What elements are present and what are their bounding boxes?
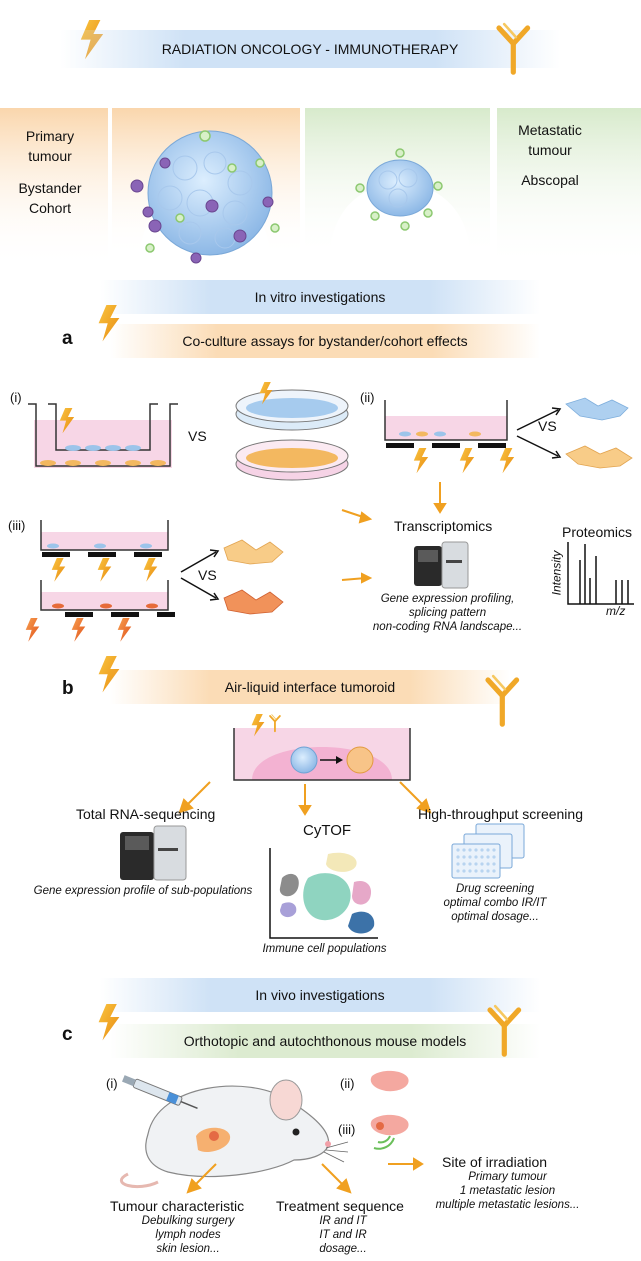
note-line: optimal dosage... bbox=[451, 911, 539, 923]
cohort-label: Cohort bbox=[28, 200, 72, 216]
primary-line1: Primary bbox=[25, 128, 75, 144]
abscopal-label: Abscopal bbox=[521, 172, 579, 188]
panel-c-iii-label: (iii) bbox=[338, 1122, 356, 1137]
site-notes: Primary tumour 1 metastatic lesion multi… bbox=[420, 1170, 595, 1212]
antibody-icon bbox=[493, 22, 533, 82]
note-line: non-coding RNA landscape... bbox=[372, 621, 523, 633]
sequencer-icon bbox=[120, 825, 187, 881]
note-line: Drug screening bbox=[456, 883, 534, 895]
panel-a-letter: a bbox=[62, 328, 73, 349]
tumour-notes: Debulking surgery lymph nodes skin lesio… bbox=[118, 1214, 258, 1256]
note-line: Gene expression profiling, bbox=[380, 593, 515, 605]
hts-notes: Drug screening optimal combo IR/IT optim… bbox=[430, 882, 560, 924]
organ-ii-icon bbox=[370, 1070, 409, 1092]
primary-line2: tumour bbox=[28, 148, 72, 164]
panel-b-title: Air-liquid interface tumoroid bbox=[224, 679, 396, 695]
vs-label-ii: VS bbox=[538, 418, 557, 434]
panel-c-banner: Orthotopic and autochthonous mouse model… bbox=[110, 1024, 540, 1058]
note-line: splicing pattern bbox=[408, 607, 487, 619]
note-line: lymph nodes bbox=[155, 1229, 221, 1241]
panel-c-title: Orthotopic and autochthonous mouse model… bbox=[183, 1033, 467, 1049]
antibody-icon bbox=[484, 680, 524, 740]
proteomics-label: Proteomics bbox=[562, 524, 633, 540]
metastatic-tumour-label: Metastatic tumour Abscopal bbox=[505, 120, 595, 190]
tumour-characteristic-label: Tumour characteristic bbox=[110, 1198, 245, 1214]
intensity-label: Intensity bbox=[549, 550, 564, 596]
primary-tumour-label: Primary tumour Bystander Cohort bbox=[10, 126, 90, 218]
arrow-to-site bbox=[388, 1157, 424, 1171]
transwell-illustration bbox=[28, 403, 178, 468]
panel-b-banner: Air-liquid interface tumoroid bbox=[110, 670, 510, 704]
site-label: Site of irradiation bbox=[442, 1154, 548, 1170]
panel-a-banner: Co-culture assays for bystander/cohort e… bbox=[110, 324, 540, 358]
in-vitro-banner: In vitro investigations bbox=[100, 280, 540, 314]
panel-a-title: Co-culture assays for bystander/cohort e… bbox=[182, 333, 468, 349]
organ-iii-icon bbox=[370, 1114, 409, 1150]
cytof-label: CyTOF bbox=[303, 822, 352, 839]
mass-spectrum-plot bbox=[567, 542, 634, 605]
note-line: optimal combo IR/IT bbox=[443, 897, 547, 909]
metastatic-line2: tumour bbox=[528, 142, 572, 158]
note-line: IR and IT bbox=[319, 1215, 367, 1227]
note-line: Debulking surgery bbox=[141, 1215, 235, 1227]
note-line: multiple metastatic lesions... bbox=[435, 1199, 580, 1211]
bystander-label: Bystander bbox=[18, 180, 82, 196]
panel-a-iii-label: (iii) bbox=[8, 518, 26, 533]
cytof-plot bbox=[269, 848, 378, 939]
in-vitro-label: In vitro investigations bbox=[254, 289, 386, 305]
rna-seq-label: Total RNA-sequencing bbox=[76, 806, 216, 822]
treatment-sequence-label: Treatment sequence bbox=[276, 1198, 404, 1214]
transcriptomics-label: Transcriptomics bbox=[394, 518, 493, 534]
arrows-to-outcomes bbox=[186, 1163, 352, 1194]
hts-label: High-throughput screening bbox=[418, 806, 583, 822]
arrows-to-transcriptomics bbox=[341, 482, 447, 584]
arrows-to-analyses bbox=[178, 781, 432, 816]
panel-c-letter: c bbox=[62, 1024, 73, 1045]
note-line: skin lesion... bbox=[156, 1243, 220, 1255]
petri-dishes-illustration bbox=[235, 382, 349, 481]
cytof-note: Immune cell populations bbox=[262, 943, 387, 955]
tumour-illustration bbox=[0, 108, 641, 268]
header-banner: RADIATION ONCOLOGY - IMMUNOTHERAPY bbox=[60, 30, 560, 68]
vs-label: VS bbox=[188, 428, 207, 444]
transcriptomics-notes: Gene expression profiling, splicing patt… bbox=[355, 592, 540, 634]
dual-culture-illustration bbox=[25, 520, 284, 642]
note-line: 1 metastatic lesion bbox=[459, 1185, 556, 1197]
panel-c-ii-label: (ii) bbox=[340, 1076, 355, 1091]
treatment-notes: IR and IT IT and IR dosage... bbox=[276, 1214, 410, 1256]
metastatic-line1: Metastatic bbox=[518, 122, 582, 138]
mouse-illustration bbox=[119, 1075, 349, 1189]
panel-c-i-label: (i) bbox=[106, 1076, 118, 1091]
note-line: Primary tumour bbox=[468, 1171, 547, 1183]
split-culture-illustration bbox=[384, 397, 633, 474]
panel-a-i-label: (i) bbox=[10, 390, 22, 405]
in-vivo-banner: In vivo investigations bbox=[100, 978, 540, 1012]
vs-label-iii: VS bbox=[198, 567, 217, 583]
panel-b-letter: b bbox=[62, 678, 74, 699]
rna-seq-note: Gene expression profile of sub-populatio… bbox=[33, 885, 253, 897]
in-vivo-label: In vivo investigations bbox=[255, 987, 385, 1003]
note-line: IT and IR bbox=[319, 1229, 367, 1241]
panel-a-ii-label: (ii) bbox=[360, 390, 375, 405]
sequencer-icon bbox=[414, 541, 469, 589]
antibody-icon bbox=[486, 1010, 526, 1070]
note-line: dosage... bbox=[319, 1243, 367, 1255]
mz-label: m/z bbox=[606, 604, 626, 618]
header-title: RADIATION ONCOLOGY - IMMUNOTHERAPY bbox=[161, 41, 459, 57]
tumoroid-illustration bbox=[233, 713, 411, 781]
well-plates-icon bbox=[451, 823, 525, 879]
